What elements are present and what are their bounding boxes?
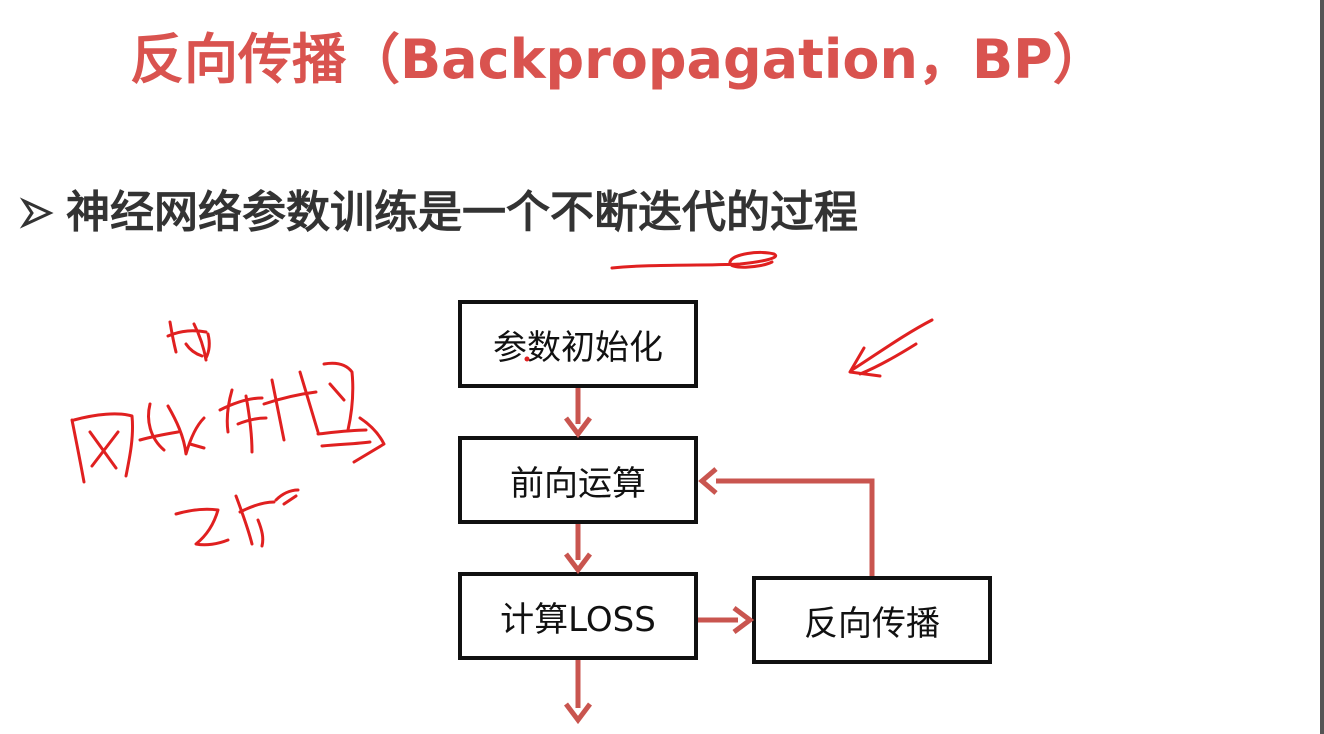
bullet-point: 神经网络参数训练是一个不断迭代的过程 [16,180,858,246]
annotation-arrow-icon [848,318,934,378]
arrowhead-right [732,606,755,634]
arrowhead-down-1 [564,416,592,439]
handwriting-scribble-4 [218,388,268,454]
backprop-step-box: 反向传播 [752,576,992,664]
handwriting-scribble-5 [262,361,355,442]
init-step-box: 参数初始化 [458,300,698,388]
arrowhead-down-2 [564,552,592,575]
handwriting-scribble-3 [138,402,206,456]
arrow-backprop-to-forward [716,478,875,576]
forward-step-box: 前向运算 [458,436,698,524]
arrowhead-bullet-icon [19,197,54,229]
arrowhead-down-3 [564,702,592,725]
window-edge-strip [1320,0,1324,734]
double-arrow-icon [316,416,386,464]
loss-step-box: 计算LOSS [458,572,698,660]
handwriting-scribble-1 [166,320,211,362]
arrowhead-left [698,467,718,495]
slide-title: 反向传播（Backpropagation，BP） [130,28,1107,91]
underline-scribble [610,250,778,270]
bullet-text: 神经网络参数训练是一个不断迭代的过程 [66,187,858,238]
handwriting-scribble-6 [174,488,300,548]
handwriting-scribble-2 [70,412,134,484]
